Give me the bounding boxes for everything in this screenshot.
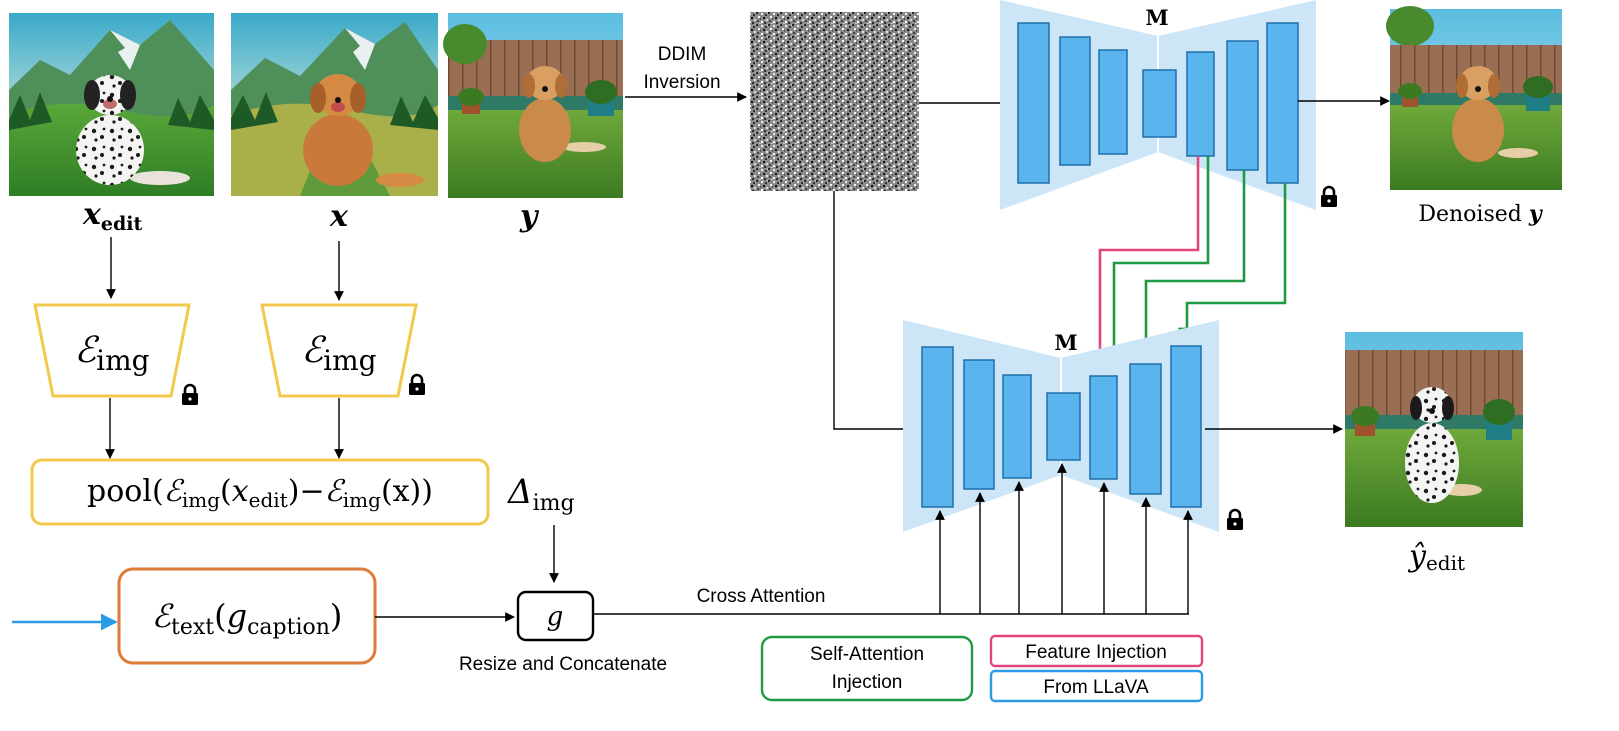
pool-minus: − xyxy=(299,474,324,509)
pool-arg1-close: ) xyxy=(288,474,300,509)
text-encoder-symbol: ℰ xyxy=(152,597,175,635)
resize-concatenate-label: Resize and Concatenate xyxy=(459,654,667,675)
pool-box xyxy=(30,458,490,526)
legend-feature-injection-box xyxy=(989,634,1204,668)
bottom-unet-label: M xyxy=(1054,330,1077,355)
pool-arg1-var: x xyxy=(232,474,249,509)
legend-llava-label: From LLaVA xyxy=(1043,677,1149,698)
delta-img-sub: img xyxy=(533,491,575,516)
pool-enc2: ℰ xyxy=(325,474,346,509)
encoder-right-symbol: ℰ xyxy=(301,330,326,371)
pool-enc2-sub: img xyxy=(343,488,381,512)
encoder-left-sub: img xyxy=(96,344,150,377)
pool-arg2: (x)) xyxy=(381,474,433,509)
ddim-label-line1: DDIM xyxy=(658,44,707,65)
y-hat-edit-label: ŷedit xyxy=(1407,539,1465,575)
top-unet xyxy=(1000,0,1316,210)
top-unet-label: M xyxy=(1145,5,1168,30)
self-attention-arrow-1 xyxy=(1104,156,1210,378)
ddim-label-line2: Inversion xyxy=(643,72,720,93)
bottom-unet xyxy=(903,320,1219,532)
text-encoder-var: g xyxy=(227,597,247,635)
lock-icon xyxy=(407,373,427,397)
image-encoder-left: ℰimg xyxy=(33,303,191,398)
x-edit-image xyxy=(9,13,214,196)
x-image xyxy=(231,13,438,196)
x-edit-label: xedit xyxy=(82,197,142,235)
y-label: y xyxy=(519,199,540,234)
text-encoder-open: ( xyxy=(214,597,226,635)
g-box xyxy=(516,590,595,642)
text-encoder-box xyxy=(117,567,377,665)
x-edit-label-sub: edit xyxy=(101,213,143,235)
legend-feature-injection-label: Feature Injection xyxy=(1025,642,1167,663)
legend-self-attention-line2: Injection xyxy=(832,672,903,693)
self-attention-arrow-2 xyxy=(1136,170,1246,364)
legend-self-attention-box xyxy=(760,635,974,702)
denoised-y-image xyxy=(1386,6,1562,190)
pool-enc1-sub: img xyxy=(182,488,220,512)
noise-to-bottom-unet-arrow xyxy=(833,191,914,434)
legend-self-attention-line1: Self-Attention xyxy=(810,644,924,665)
legend-llava-box xyxy=(989,669,1204,703)
self-attention-arrow-3 xyxy=(1177,183,1287,346)
lock-icon xyxy=(180,383,200,407)
lock-icon xyxy=(1319,185,1339,209)
x-label: x xyxy=(329,199,349,234)
pool-pre: pool( xyxy=(87,474,164,509)
noise-latent xyxy=(750,12,919,191)
lock-icon xyxy=(1225,508,1245,532)
pool-expression: pool(ℰimg(xedit)−ℰimg(x)) xyxy=(87,474,433,512)
svg-text:ℰimg: ℰimg xyxy=(74,330,149,377)
pool-enc1: ℰ xyxy=(164,474,185,509)
svg-text:ℰimg: ℰimg xyxy=(301,330,376,377)
text-encoder-sub: text xyxy=(171,615,214,640)
text-encoder-var-sub: caption xyxy=(247,615,330,640)
cross-attention-label: Cross Attention xyxy=(697,586,826,607)
delta-img-label: Δimg xyxy=(506,472,575,516)
y-image xyxy=(443,13,623,198)
denoised-y-label: Denoised y xyxy=(1418,201,1544,227)
pool-arg1-sub: edit xyxy=(249,488,288,512)
pool-arg1-open: ( xyxy=(220,474,232,509)
feature-injection-arrow xyxy=(1090,156,1200,378)
image-encoder-right: ℰimg xyxy=(260,303,418,398)
denoised-y-var: y xyxy=(1528,201,1544,227)
y-hat-edit-label-sub: edit xyxy=(1426,551,1465,575)
g-label: g xyxy=(547,602,564,632)
text-encoder-expression: ℰtext(gcaption) xyxy=(152,597,343,640)
y-hat-edit-image xyxy=(1345,332,1523,527)
encoder-left-symbol: ℰ xyxy=(74,330,99,371)
encoder-right-sub: img xyxy=(323,344,377,377)
cross-attention-arrows xyxy=(935,463,1193,614)
text-encoder-close: ) xyxy=(330,597,342,635)
